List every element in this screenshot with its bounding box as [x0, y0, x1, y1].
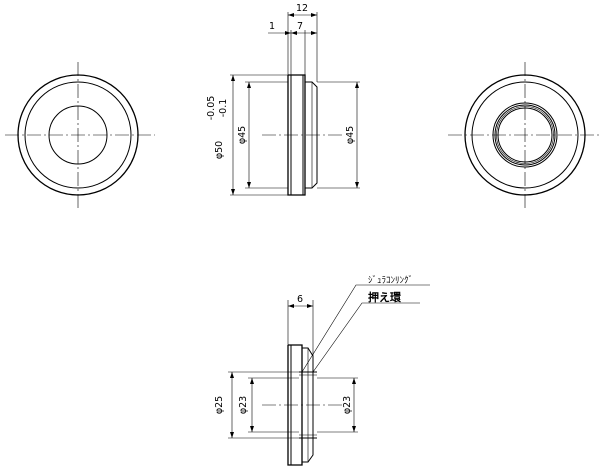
dim-7: 7 — [297, 21, 303, 32]
dim-phi45-left: φ45 — [237, 126, 248, 144]
dim-phi23-left: φ23 — [238, 396, 249, 414]
dim-phi25: φ25 — [214, 396, 225, 414]
label-jurakon-ring: ｼﾞｭﾗｺﾝﾘﾝｸﾞ — [368, 275, 413, 286]
bottom-side-view: 6 ｼﾞｭﾗｺﾝﾘﾝｸﾞ 押え環 φ25 φ23 φ23 — [214, 275, 430, 466]
dim-phi50: φ50 — [214, 141, 225, 159]
dim-6: 6 — [297, 294, 303, 305]
label-retainer: 押え環 — [368, 290, 402, 304]
dim-phi45-right: φ45 — [345, 126, 356, 144]
dim-tol-lower: -0.1 — [218, 99, 229, 118]
dim-12: 12 — [296, 3, 308, 14]
dim-tol-upper: -0.05 — [206, 96, 217, 121]
right-front-view — [448, 62, 600, 210]
left-front-view — [5, 62, 155, 210]
dim-1: 1 — [269, 21, 275, 32]
top-side-view: 12 1 7 φ50 -0.05 -0.1 φ45 φ45 — [206, 3, 360, 196]
dim-phi23-right: φ23 — [342, 396, 353, 414]
